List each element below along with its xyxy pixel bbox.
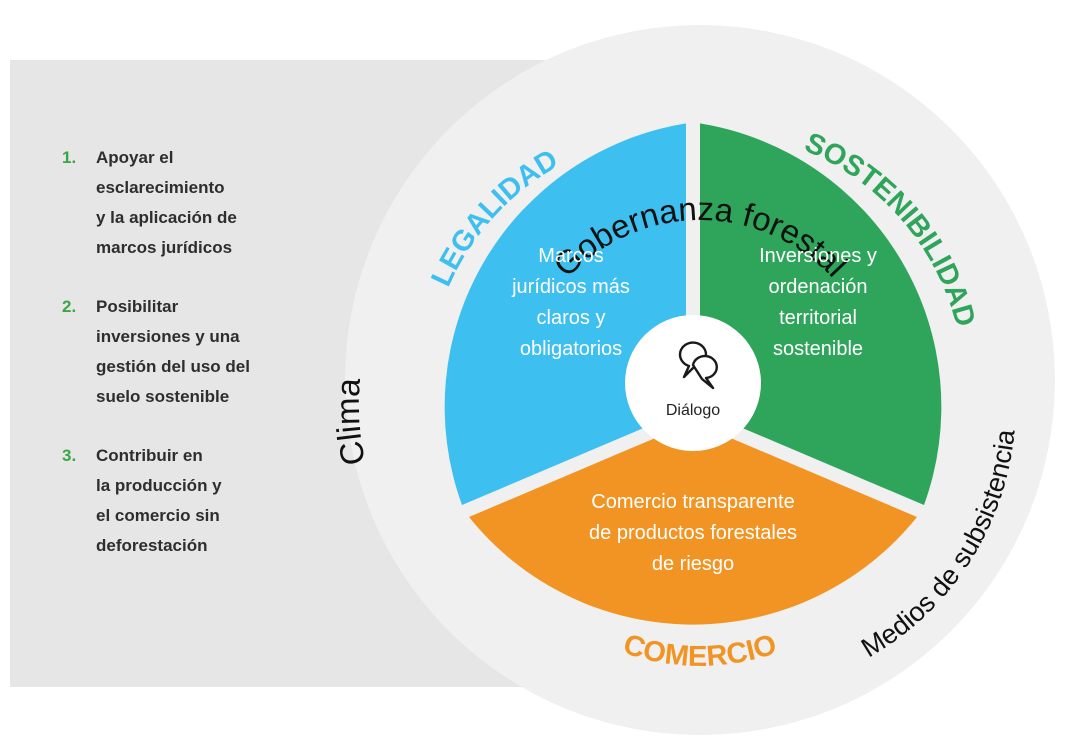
ring-label-clima-text: Clima bbox=[329, 377, 372, 469]
goal-item: 2. Posibilitar inversiones y una gestión… bbox=[62, 292, 322, 412]
segment-body-comercio: Comercio transparente de productos fores… bbox=[589, 491, 797, 575]
goal-text: Apoyar el esclarecimiento y la aplicació… bbox=[96, 148, 237, 257]
segment-body-line: de productos forestales bbox=[589, 522, 797, 544]
segment-body-legalidad: Marcos jurídicos más claros y obligatori… bbox=[511, 245, 630, 360]
segment-body-line: obligatorios bbox=[520, 338, 622, 360]
ring-label-clima: Clima bbox=[329, 377, 372, 469]
goal-number: 3. bbox=[62, 446, 77, 465]
goal-number: 1. bbox=[62, 148, 77, 167]
segment-body-sostenibilidad: Inversiones y ordenación territorial sos… bbox=[759, 245, 877, 360]
segment-sostenibilidad bbox=[700, 123, 942, 506]
goal-item: 1. Apoyar el esclarecimiento y la aplica… bbox=[62, 143, 322, 263]
segment-body-line: Comercio transparente bbox=[591, 491, 794, 513]
segment-comercio bbox=[469, 422, 917, 625]
center-circle bbox=[625, 315, 761, 451]
segment-legalidad bbox=[444, 123, 686, 506]
segment-body-line: Marcos bbox=[538, 245, 604, 267]
segment-body-line: de riesgo bbox=[652, 553, 734, 575]
speech-bubbles-icon bbox=[678, 341, 718, 390]
segment-body-line: claros y bbox=[537, 307, 606, 329]
segment-body-line: jurídicos más bbox=[511, 276, 630, 298]
segment-body-line: territorial bbox=[779, 307, 857, 329]
segment-body-line: Inversiones y bbox=[759, 245, 877, 267]
center-label: Diálogo bbox=[666, 402, 720, 419]
goal-text: Contribuir en la producción y el comerci… bbox=[96, 446, 222, 555]
goal-number: 2. bbox=[62, 297, 77, 316]
segment-body-line: sostenible bbox=[773, 338, 863, 360]
goal-text: Posibilitar inversiones y una gestión de… bbox=[96, 297, 250, 406]
goals-list: 1. Apoyar el esclarecimiento y la aplica… bbox=[62, 143, 322, 590]
goal-item: 3. Contribuir en la producción y el come… bbox=[62, 441, 322, 561]
segment-body-line: ordenación bbox=[769, 276, 868, 298]
